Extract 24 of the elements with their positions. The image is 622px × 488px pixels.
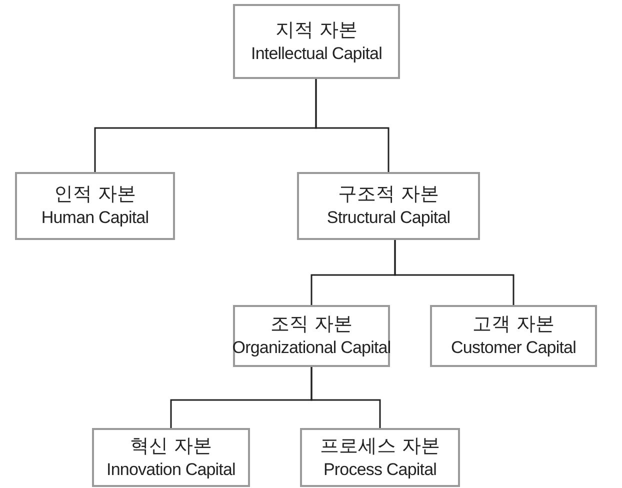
korean-label: 지적 자본 [275,18,358,42]
capital-box [233,305,390,367]
korean-label: 프로세스 자본 [320,434,440,458]
connector-line [310,367,381,428]
capital-box [300,428,460,487]
korean-label: 인적 자본 [54,182,136,206]
korean-label: 혁신 자본 [130,434,212,458]
capital-box [233,4,400,79]
korean-label: 조직 자본 [270,312,353,336]
capital-box [15,172,175,240]
english-label: Intellectual Capital [251,42,382,64]
capital-box [297,172,480,240]
english-label: Process Capital [323,458,437,480]
english-label: Human Capital [41,207,149,229]
connector-line [394,240,514,305]
connector-line [315,79,390,172]
capital-box [430,305,597,367]
english-label: Structural Capital [326,207,450,229]
korean-label: 구조적 자본 [338,182,440,206]
korean-label: 고객 자본 [472,312,555,336]
english-label: Customer Capital [451,337,576,359]
english-label: Innovation Capital [106,458,236,480]
capital-box [92,428,250,487]
english-label: Organizational Capital [232,337,391,359]
